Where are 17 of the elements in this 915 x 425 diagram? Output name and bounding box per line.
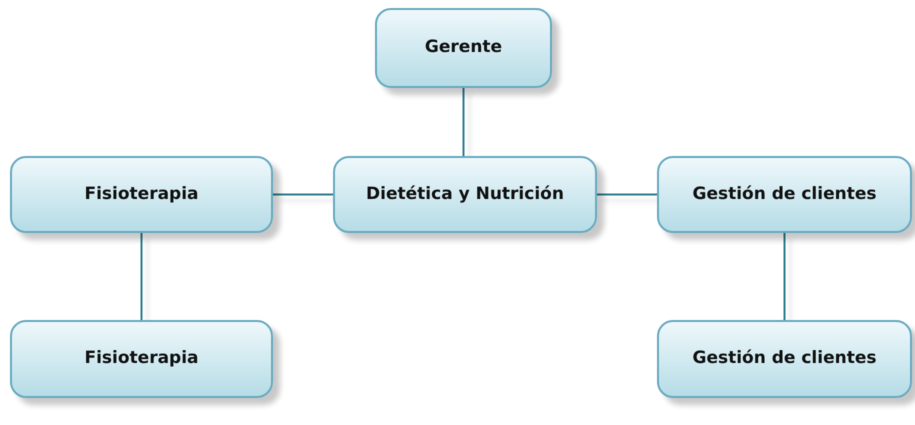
connector-line bbox=[462, 88, 464, 156]
box-label: Gestión de clientes bbox=[692, 184, 876, 206]
connector-line bbox=[784, 233, 786, 320]
org-box bbox=[333, 156, 597, 233]
box-label: Gestión de clientes bbox=[692, 348, 876, 370]
org-box bbox=[10, 156, 273, 233]
org-box bbox=[657, 320, 912, 398]
box-label: Fisioterapia bbox=[84, 184, 199, 206]
box-label: Dietética y Nutrición bbox=[366, 184, 564, 206]
connector-line bbox=[140, 233, 142, 320]
org-box bbox=[10, 320, 273, 398]
org-box bbox=[375, 8, 552, 88]
connector-line bbox=[273, 194, 333, 196]
connector-line bbox=[597, 194, 657, 196]
org-box bbox=[657, 156, 912, 233]
box-label: Fisioterapia bbox=[84, 348, 199, 370]
box-label: Gerente bbox=[424, 37, 502, 59]
